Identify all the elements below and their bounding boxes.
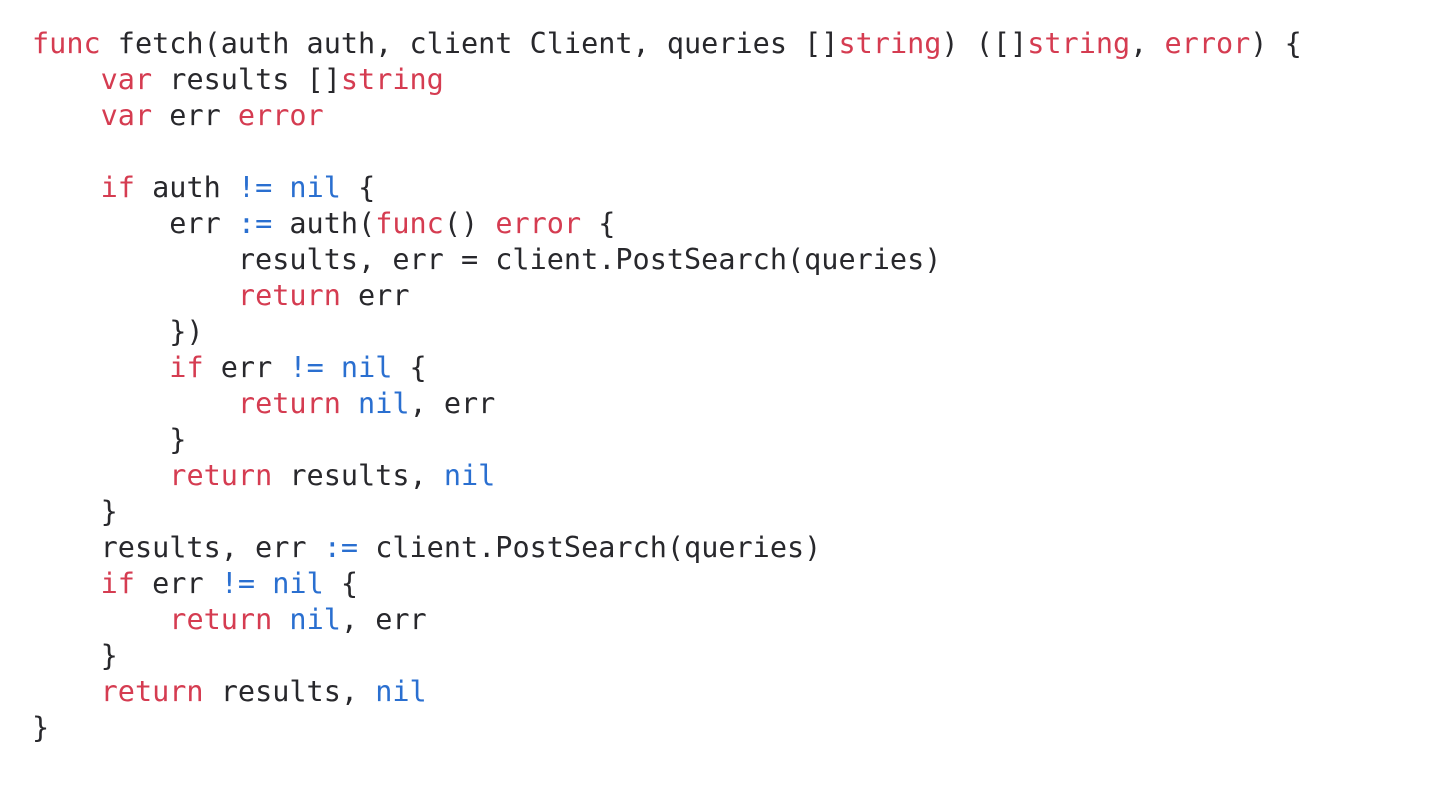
code-token-text	[32, 351, 169, 384]
code-token-keyword: string	[838, 27, 942, 60]
code-token-builtin: :=	[323, 531, 359, 564]
code-token-keyword: var	[100, 63, 153, 96]
code-token-builtin: !=	[237, 171, 273, 204]
code-token-text	[255, 567, 272, 600]
code-token-text: {	[340, 171, 376, 204]
code-token-text	[32, 99, 101, 132]
code-token-text: ) ([]	[941, 27, 1028, 60]
code-token-text: auth	[134, 171, 238, 204]
code-token-text: client.PostSearch(queries)	[358, 531, 822, 564]
code-token-keyword: error	[495, 207, 582, 240]
code-token-keyword: return	[237, 387, 341, 420]
code-token-text	[32, 63, 101, 96]
code-token-text	[32, 675, 101, 708]
code-token-keyword: return	[169, 603, 273, 636]
code-block: func fetch(auth auth, client Client, que…	[32, 26, 1440, 746]
code-line: return nil, err	[32, 386, 1440, 422]
code-token-text	[324, 351, 341, 384]
code-line: var err error	[32, 98, 1440, 134]
code-token-keyword: if	[100, 567, 135, 600]
code-token-builtin: nil	[375, 675, 427, 708]
code-token-text: results,	[272, 459, 444, 492]
code-token-text: }	[32, 423, 187, 456]
code-token-text: })	[32, 315, 204, 348]
code-token-builtin: !=	[220, 567, 256, 600]
code-token-keyword: func	[375, 207, 444, 240]
code-token-builtin: nil	[289, 171, 341, 204]
code-line: return results, nil	[32, 458, 1440, 494]
code-token-text: {	[323, 567, 359, 600]
code-token-text: err	[134, 567, 221, 600]
code-line: }	[32, 494, 1440, 530]
code-token-text: auth(	[272, 207, 376, 240]
code-token-keyword: string	[1027, 27, 1131, 60]
code-token-keyword: string	[340, 63, 444, 96]
code-line: err := auth(func() error {	[32, 206, 1440, 242]
code-token-text	[32, 279, 238, 312]
code-token-text: , err	[409, 387, 496, 420]
code-token-text: ,	[1130, 27, 1165, 60]
code-token-text	[272, 603, 289, 636]
code-token-builtin: nil	[443, 459, 496, 492]
code-token-text: results, err	[32, 531, 324, 564]
code-line: results, err := client.PostSearch(querie…	[32, 530, 1440, 566]
code-token-text: err	[32, 207, 238, 240]
code-token-text: {	[581, 207, 616, 240]
code-token-keyword: func	[32, 27, 101, 60]
code-token-keyword: error	[237, 99, 324, 132]
code-token-keyword: var	[100, 99, 153, 132]
code-line: if err != nil {	[32, 566, 1440, 602]
code-line	[32, 134, 1440, 170]
code-token-text: , err	[340, 603, 427, 636]
code-token-keyword: if	[100, 171, 135, 204]
code-token-text: results []	[152, 63, 341, 96]
code-line: }	[32, 638, 1440, 674]
code-token-text: }	[32, 711, 50, 744]
code-token-text: ) {	[1250, 27, 1302, 60]
code-token-text	[341, 387, 358, 420]
code-token-builtin: nil	[358, 387, 410, 420]
code-token-text	[32, 567, 101, 600]
code-token-text	[32, 603, 169, 636]
code-line: return nil, err	[32, 602, 1440, 638]
code-token-text: fetch(auth auth, client Client, queries …	[100, 27, 839, 60]
code-token-builtin: nil	[340, 351, 393, 384]
code-token-keyword: return	[237, 279, 341, 312]
code-token-text	[32, 171, 101, 204]
code-token-text: err	[340, 279, 410, 312]
code-line: return err	[32, 278, 1440, 314]
code-token-builtin: nil	[289, 603, 341, 636]
code-line: return results, nil	[32, 674, 1440, 710]
code-token-text: }	[32, 495, 118, 528]
code-token-builtin: !=	[289, 351, 324, 384]
code-line: })	[32, 314, 1440, 350]
code-line: func fetch(auth auth, client Client, que…	[32, 26, 1440, 62]
code-token-text	[32, 387, 238, 420]
code-token-builtin: :=	[237, 207, 273, 240]
code-token-text: {	[392, 351, 427, 384]
code-line: if err != nil {	[32, 350, 1440, 386]
code-line: var results []string	[32, 62, 1440, 98]
code-token-keyword: return	[100, 675, 204, 708]
code-line: }	[32, 422, 1440, 458]
code-token-builtin: nil	[272, 567, 324, 600]
code-token-keyword: return	[169, 459, 273, 492]
code-line: }	[32, 710, 1440, 746]
code-token-text: err	[152, 99, 238, 132]
code-token-keyword: error	[1164, 27, 1251, 60]
code-token-text	[32, 459, 169, 492]
code-token-text: results, err = client.PostSearch(queries…	[32, 243, 942, 276]
code-line: results, err = client.PostSearch(queries…	[32, 242, 1440, 278]
code-token-text	[272, 171, 289, 204]
code-token-keyword: if	[169, 351, 204, 384]
code-token-text: ()	[443, 207, 496, 240]
code-token-text: results,	[203, 675, 376, 708]
code-line: if auth != nil {	[32, 170, 1440, 206]
code-token-text: }	[32, 639, 118, 672]
code-token-text: err	[203, 351, 290, 384]
